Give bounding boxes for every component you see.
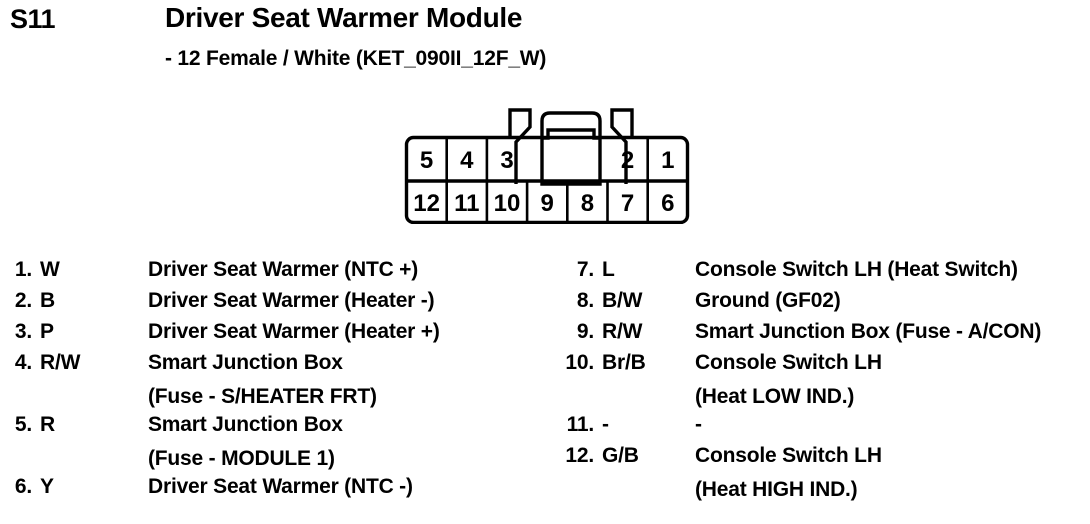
cell-dividers <box>445 137 649 223</box>
pin-label: 10. Br/B <box>560 351 690 375</box>
pin-cell-7: 7 <box>621 190 634 217</box>
pin-description: Smart Junction Box (Fuse - A/CON) <box>695 320 1041 344</box>
pin-number: 9. <box>576 320 594 343</box>
pin-wire-color: B <box>40 289 55 312</box>
pin-wire-color: Y <box>40 475 54 498</box>
pin-wire-color: R/W <box>40 351 81 374</box>
latch-post-right <box>610 108 634 184</box>
pin-row: 5. R Smart Junction Box (Fuse - MODULE 1) <box>10 413 555 475</box>
pin-description: Ground (GF02) <box>695 289 841 313</box>
pin-description-line1: Smart Junction Box <box>148 413 343 436</box>
pin-description-line2: (Fuse - S/HEATER FRT) <box>148 385 377 408</box>
pin-number: 10. <box>565 351 594 374</box>
pin-wire-color: G/B <box>602 444 639 467</box>
pin-wire-color: - <box>602 413 609 436</box>
pin-description-line1: Console Switch LH <box>695 444 882 467</box>
pin-description: Console Switch LH (Heat Switch) <box>695 258 1018 282</box>
pin-wire-color: R/W <box>602 320 643 343</box>
pin-wire-color: W <box>40 258 60 281</box>
pin-row: 8. B/W Ground (GF02) <box>560 289 1090 320</box>
pin-label: 7. L <box>560 258 690 282</box>
pin-number: 8. <box>576 289 594 312</box>
pin-cell-3: 3 <box>500 147 513 174</box>
pin-cell-9: 9 <box>541 190 554 217</box>
pin-list-left: 1. W Driver Seat Warmer (NTC +) 2. B Drive… <box>10 258 555 506</box>
pin-row: 6. Y Driver Seat Warmer (NTC -) <box>10 475 555 506</box>
pin-description-line1: Smart Junction Box (Fuse - A/CON) <box>695 320 1042 343</box>
pin-label: 5. R <box>10 413 138 437</box>
pin-row: 10. Br/B Console Switch LH (Heat LOW IND.) <box>560 351 1090 413</box>
pin-cell-12: 12 <box>413 190 440 217</box>
latch-post-left <box>508 108 532 184</box>
pin-row: 12. G/B Console Switch LH (Heat HIGH IND.) <box>560 444 1090 506</box>
pin-number: 11. <box>566 413 595 436</box>
pin-description: Console Switch LH (Heat LOW IND.) <box>695 351 882 409</box>
pin-cell-10: 10 <box>494 190 521 217</box>
pin-label: 1. W <box>10 258 138 282</box>
pin-description: Console Switch LH (Heat HIGH IND.) <box>695 444 882 502</box>
pin-list-right: 7. L Console Switch LH (Heat Switch) 8. B/… <box>560 258 1090 506</box>
pin-row: 4. R/W Smart Junction Box (Fuse - S/HEATER… <box>10 351 555 413</box>
pin-number: 4. <box>14 351 32 374</box>
pin-description: Smart Junction Box (Fuse - MODULE 1) <box>148 413 343 471</box>
pin-number: 1. <box>14 258 32 281</box>
pin-label: 3. P <box>10 320 138 344</box>
pin-cell-4: 4 <box>460 147 474 174</box>
pin-label: 11.- <box>560 413 690 437</box>
pin-description-line1: Ground (GF02) <box>695 289 841 312</box>
pin-description-line1: Console Switch LH (Heat Switch) <box>695 258 1018 281</box>
pin-description-line2: (Fuse - MODULE 1) <box>148 447 335 470</box>
pin-description: Smart Junction Box (Fuse - S/HEATER FRT) <box>148 351 377 409</box>
pin-cell-8: 8 <box>581 190 594 217</box>
pin-description-line2: (Heat HIGH IND.) <box>695 478 858 501</box>
pin-label: 2. B <box>10 289 138 313</box>
pin-wire-color: L <box>602 258 615 281</box>
pin-cell-11: 11 <box>454 190 479 217</box>
pin-description-line1: Driver Seat Warmer (Heater +) <box>148 320 440 343</box>
pin-number: 3. <box>14 320 32 343</box>
pin-label: 6. Y <box>10 475 138 499</box>
pin-label: 4. R/W <box>10 351 138 375</box>
latch-arch <box>540 111 602 138</box>
pin-wire-color: B/W <box>602 289 643 312</box>
pin-description-line1: Driver Seat Warmer (NTC +) <box>148 258 419 281</box>
pin-row: 7. L Console Switch LH (Heat Switch) <box>560 258 1090 289</box>
pin-cell-6: 6 <box>661 190 674 217</box>
pin-label: 9. R/W <box>560 320 690 344</box>
pin-description: Driver Seat Warmer (Heater -) <box>148 289 435 313</box>
pin-description-line1: Driver Seat Warmer (Heater -) <box>148 289 435 312</box>
pin-description-line1: - <box>695 413 702 436</box>
pin-row: 2. B Driver Seat Warmer (Heater -) <box>10 289 555 320</box>
pin-cell-1: 1 <box>661 147 674 174</box>
connector-svg: 5 4 3 2 1 12 11 10 9 8 7 6 <box>404 108 690 224</box>
pin-number: 2. <box>14 289 32 312</box>
connector-diagram: 5 4 3 2 1 12 11 10 9 8 7 6 <box>396 96 696 224</box>
connector-code: S11 <box>10 4 56 34</box>
pin-row: 3. P Driver Seat Warmer (Heater +) <box>10 320 555 351</box>
pin-number: 12. <box>565 444 594 467</box>
pin-row: 9. R/W Smart Junction Box (Fuse - A/CON) <box>560 320 1090 351</box>
pin-wire-color: R <box>40 413 55 436</box>
pin-label: 12. G/B <box>560 444 690 468</box>
page-title: Driver Seat Warmer Module <box>165 2 523 33</box>
pin-row: 11.- - <box>560 413 1090 444</box>
pin-wire-color: Br/B <box>602 351 646 374</box>
pin-description-line2: (Heat LOW IND.) <box>695 385 855 408</box>
pin-description-line1: Driver Seat Warmer (NTC -) <box>148 475 413 498</box>
pin-cell-2: 2 <box>621 147 634 174</box>
pin-description: Driver Seat Warmer (NTC +) <box>148 258 418 282</box>
pin-description: Driver Seat Warmer (Heater +) <box>148 320 440 344</box>
pin-number: 7. <box>576 258 594 281</box>
pin-description: Driver Seat Warmer (NTC -) <box>148 475 413 499</box>
connector-subtitle: - 12 Female / White (KET_090II_12F_W) <box>165 47 547 70</box>
pin-row: 1. W Driver Seat Warmer (NTC +) <box>10 258 555 289</box>
pin-description: - <box>695 413 702 437</box>
pin-number: 6. <box>14 475 32 498</box>
pin-description-line1: Console Switch LH <box>695 351 882 374</box>
pin-number: 5. <box>14 413 32 436</box>
pin-cell-5: 5 <box>420 147 433 174</box>
pin-label: 8. B/W <box>560 289 690 313</box>
pin-description-line1: Smart Junction Box <box>148 351 343 374</box>
pin-wire-color: P <box>40 320 54 343</box>
